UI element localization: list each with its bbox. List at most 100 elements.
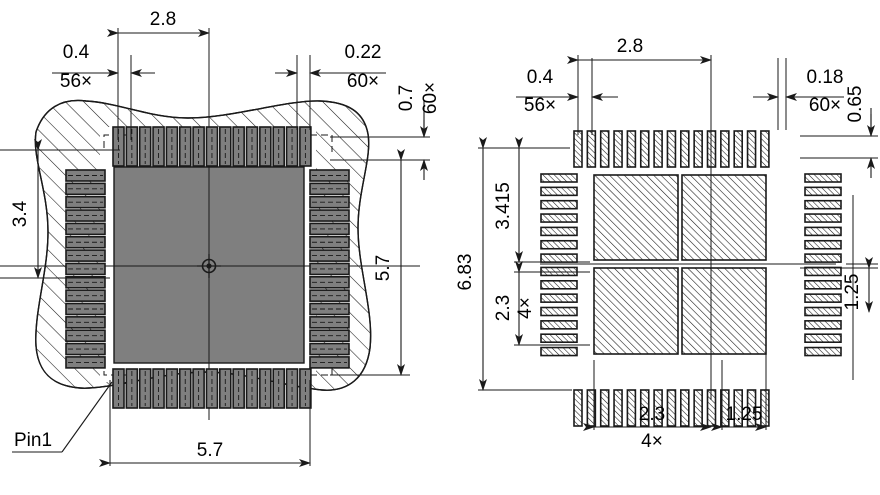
left-view-right-pads: [309, 169, 350, 369]
dim-value-3p4: 3.4: [10, 200, 31, 227]
package-pad: [125, 368, 139, 409]
datum-target-symbol: [197, 254, 221, 278]
land-pad: [693, 389, 703, 427]
package-pad: [65, 316, 106, 329]
dim-r-left-2p3: 2.3 4×: [493, 261, 590, 346]
dim-r-top-pitch: 0.4 56×: [516, 67, 618, 116]
package-pad: [272, 368, 286, 409]
land-pad: [613, 130, 623, 168]
package-pad: [152, 126, 165, 167]
package-pad: [309, 249, 350, 262]
package-pad: [165, 126, 179, 167]
package-pad: [65, 169, 106, 182]
dim-l-top-2p8: 2.8: [107, 9, 210, 37]
dim-value-r0p18: 0.18: [807, 67, 844, 88]
dim-r-top-width: 0.18 60×: [753, 67, 844, 116]
dim-value-5p7-v: 5.7: [373, 255, 394, 281]
land-pad: [804, 320, 842, 330]
dim-r-bottom-1p25: 1.25: [711, 290, 767, 431]
dim-l-bottom-5p7: 5.7: [99, 380, 311, 467]
land-pad: [804, 186, 842, 197]
dim-value-5p7-h: 5.7: [197, 440, 223, 461]
thermal-pad-bl: [593, 267, 679, 355]
dim-qual-r60x: 60×: [809, 95, 841, 116]
land-pad: [804, 279, 842, 290]
package-pad: [309, 302, 350, 316]
land-pad: [760, 130, 770, 168]
dim-value-0p4: 0.4: [63, 42, 90, 63]
dim-qual-r4x-v: 4×: [515, 297, 536, 319]
package-pad: [272, 126, 286, 167]
dim-qual-r4x-h: 4×: [641, 431, 663, 452]
package-pad: [309, 356, 350, 369]
package-pad: [285, 368, 299, 409]
dim-value-2p8: 2.8: [150, 9, 176, 30]
package-pad: [245, 368, 259, 409]
pin1-label: Pin1: [14, 430, 52, 451]
land-pad: [720, 130, 730, 168]
package-pad: [299, 368, 312, 409]
land-pad: [804, 293, 842, 303]
land-pad: [804, 333, 842, 344]
package-pad: [309, 342, 350, 356]
land-pad: [746, 130, 757, 168]
land-pad: [693, 130, 703, 168]
right-view-top-pads: [573, 130, 770, 168]
dim-value-1p25-v: 1.25: [842, 274, 863, 311]
right-view-right-pads: [804, 173, 842, 357]
land-pad: [666, 389, 677, 427]
package-pad: [232, 368, 245, 409]
land-pad: [804, 239, 842, 250]
package-pad: [309, 182, 350, 196]
package-pad: [125, 126, 139, 167]
package-pad: [309, 209, 350, 222]
package-pad: [309, 195, 350, 209]
package-pad: [309, 235, 350, 249]
dim-r-top-0p65: 0.65: [800, 86, 878, 178]
dim-l-right-0p7: 0.7 60×: [330, 82, 441, 180]
land-pad: [599, 130, 610, 168]
package-pad: [259, 368, 272, 409]
land-pad: [573, 389, 583, 427]
land-pad: [804, 213, 842, 223]
land-pad: [804, 226, 842, 237]
package-pad: [65, 182, 106, 196]
left-package-view: 2.8 0.4 56× 0.22 60× 0.7 60×: [0, 9, 441, 467]
land-pad: [626, 130, 637, 168]
package-pad: [65, 222, 106, 236]
land-pad: [540, 226, 578, 237]
package-pad: [192, 368, 205, 409]
package-pad: [65, 342, 106, 356]
dim-r-right-1p25: 1.25: [800, 257, 878, 313]
land-pad: [626, 389, 637, 427]
package-pad: [65, 249, 106, 262]
package-pad: [285, 126, 299, 167]
dim-qual-r56x: 56×: [524, 95, 556, 116]
package-pad: [192, 126, 205, 167]
dim-r-bottom-2p3: 2.3 4×: [583, 360, 712, 452]
land-pad: [540, 346, 578, 357]
land-pad: [540, 186, 578, 197]
package-pad: [245, 126, 259, 167]
land-pad: [540, 266, 578, 277]
package-pad: [309, 222, 350, 236]
right-land-pattern-view: 2.8 0.4 56× 0.18 60× 0.65: [455, 36, 878, 452]
package-pad: [205, 126, 219, 167]
package-pad: [138, 368, 152, 409]
land-pad: [540, 173, 578, 183]
package-pad: [309, 275, 350, 289]
land-pad: [804, 199, 842, 210]
land-pad: [540, 279, 578, 290]
right-view-left-pads: [540, 173, 578, 357]
package-pad: [152, 368, 165, 409]
land-pad: [540, 199, 578, 210]
dim-l-right-5p7: 5.7: [330, 149, 410, 376]
land-pad: [666, 130, 677, 168]
land-pad: [679, 130, 690, 168]
package-pad: [309, 169, 350, 182]
package-pad: [178, 368, 192, 409]
left-view-bottom-pads: [112, 368, 312, 409]
land-pad: [653, 130, 663, 168]
